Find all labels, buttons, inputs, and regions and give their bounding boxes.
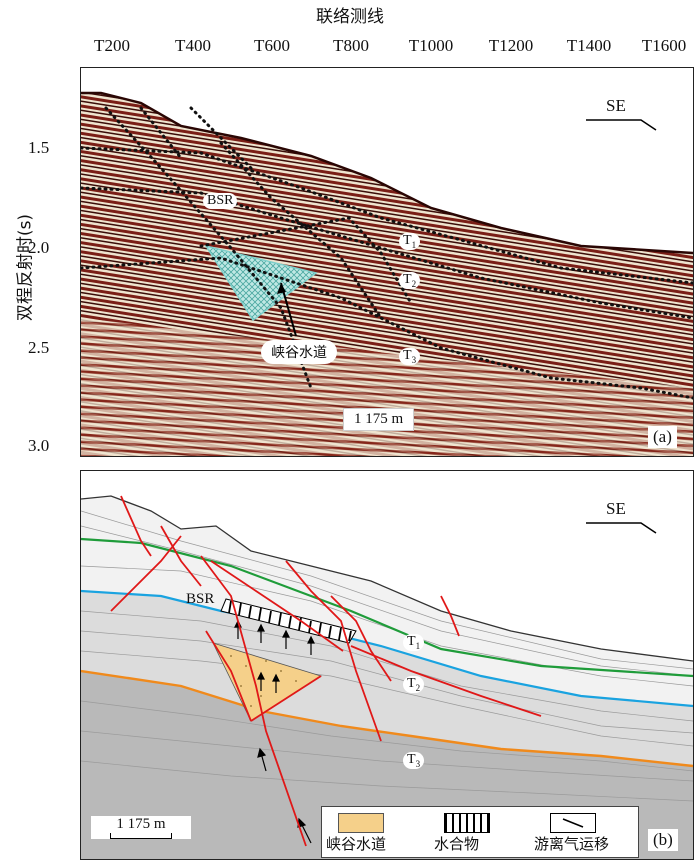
t2-label-b: T2 (403, 676, 425, 693)
direction-se-a: SE (606, 96, 626, 115)
legend-gas-label: 游离气运移 (534, 835, 610, 853)
bsr-label-b: BSR (186, 591, 215, 607)
tick-t1200: T1200 (488, 36, 534, 55)
legend-gas-swatch (550, 813, 596, 833)
tick-t600: T600 (254, 36, 290, 55)
tick-t1600: T1600 (641, 36, 687, 55)
y-axis-title: 双程反射时(s) (15, 213, 36, 322)
tick-t1000: T1000 (408, 36, 454, 55)
interpretation-diagram (81, 495, 693, 859)
panel-a-seismic: SE BSR T1 T2 T3 峡谷水道 1 175 m (a) (80, 67, 694, 457)
panel-tag-b: (b) (648, 829, 678, 851)
t3-label-b: T3 (403, 752, 425, 769)
gas-arrow-icon (562, 818, 584, 828)
top-axis-title: 联络测线 (316, 7, 384, 27)
t1-label-b: T1 (403, 634, 425, 651)
seismic-image (81, 68, 693, 456)
legend-hydrate-label: 水合物 (434, 835, 480, 853)
panel-b-interpretation: SE BSR T1 T2 T3 1 175 m 峡谷水道 水合物 游离气运移 (… (80, 470, 694, 860)
scale-bar-b: 1 175 m (91, 816, 191, 839)
direction-se-b: SE (606, 499, 626, 518)
legend-channel-label: 峡谷水道 (326, 835, 387, 853)
tick-t800: T800 (333, 36, 369, 55)
channel-label-a: 峡谷水道 (261, 340, 337, 364)
scale-bar-a: 1 175 m (343, 408, 415, 431)
bsr-label-a: BSR (203, 193, 238, 209)
t2-label-a: T2 (399, 272, 421, 289)
legend-channel-swatch (338, 813, 384, 833)
t3-label-a: T3 (399, 348, 421, 365)
tick-t1400: T1400 (566, 36, 612, 55)
tick-t200: T200 (94, 36, 130, 55)
panel-tag-a: (a) (648, 426, 677, 448)
t1-label-a: T1 (399, 233, 421, 250)
legend: 峡谷水道 水合物 游离气运移 (321, 806, 639, 858)
tick-t400: T400 (175, 36, 211, 55)
ytick-3.0: 3.0 (28, 436, 50, 455)
ytick-2.0: 2.0 (28, 238, 50, 257)
ytick-1.5: 1.5 (28, 138, 50, 157)
legend-hydrate-swatch (444, 813, 490, 833)
ytick-2.5: 2.5 (28, 338, 50, 357)
